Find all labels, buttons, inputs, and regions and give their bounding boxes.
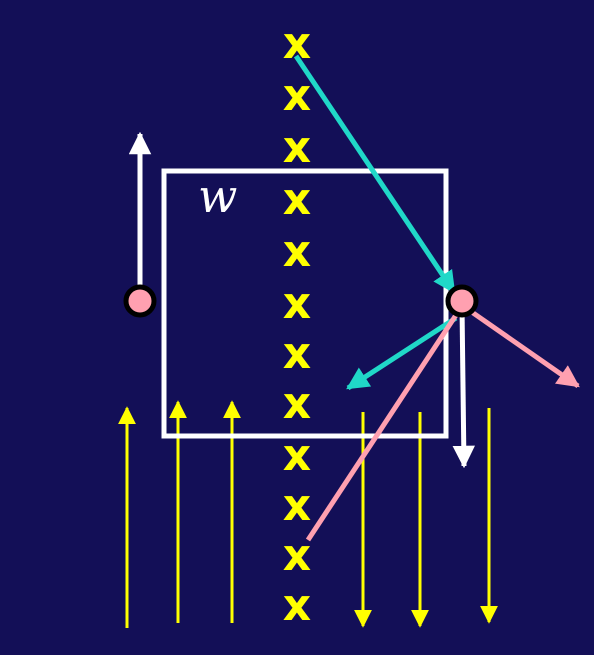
pink-outgoing-arrow	[464, 305, 580, 389]
cross-mark: x	[283, 480, 311, 531]
cross-mark: x	[283, 122, 311, 173]
cross-mark: x	[283, 430, 311, 481]
particle-right	[445, 284, 479, 318]
box-label: w	[198, 169, 237, 223]
cross-mark: x	[283, 226, 311, 277]
cross-mark: x	[283, 70, 311, 121]
cyan-incoming-arrow	[293, 54, 457, 294]
cross-mark: x	[283, 174, 311, 225]
velocity-arrows	[128, 131, 475, 469]
cross-mark: x	[283, 278, 311, 329]
cross-mark: x	[283, 580, 311, 631]
velocity-arrow-right	[452, 305, 475, 469]
cross-mark: x	[283, 328, 311, 379]
pink-trajectory	[305, 305, 580, 542]
cross-column: x x x x x x x x x x x x	[283, 18, 311, 631]
cyan-outgoing-arrow	[346, 315, 458, 391]
cyan-trajectory	[293, 54, 458, 391]
field-lines	[118, 400, 498, 628]
cross-mark: x	[283, 378, 311, 429]
pink-incoming-line	[305, 310, 461, 542]
particle-left	[123, 284, 157, 318]
